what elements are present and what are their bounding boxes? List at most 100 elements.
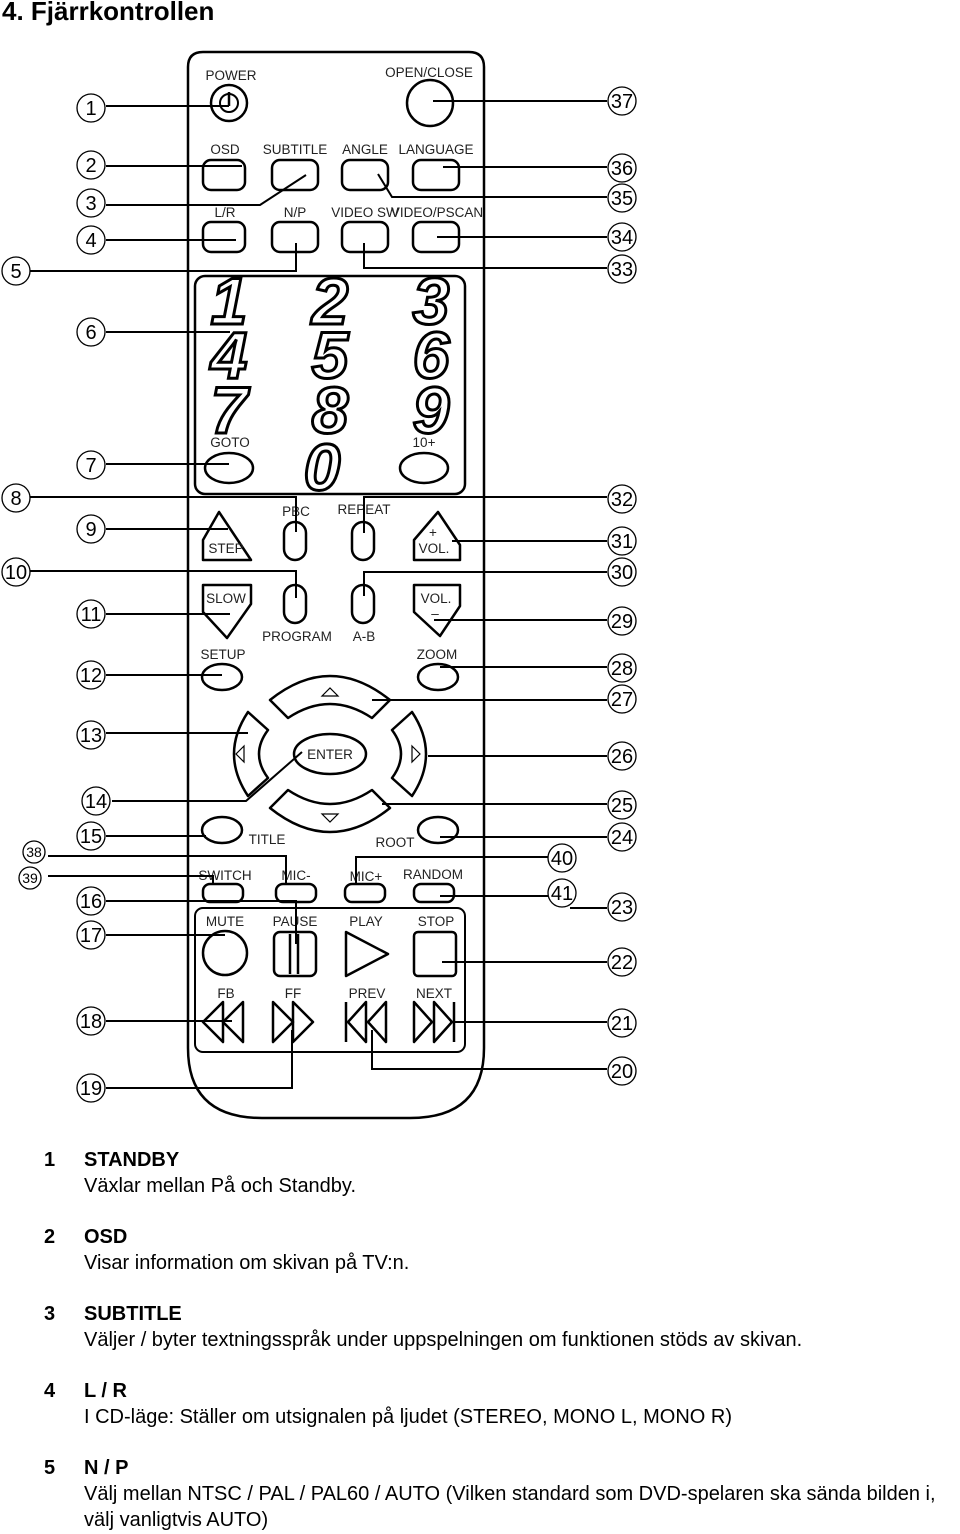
- vol-down-label: VOL.: [421, 591, 452, 606]
- callout-23: 23: [607, 892, 637, 922]
- callout-label: 30: [611, 562, 633, 584]
- callout-label: 8: [10, 488, 21, 510]
- down-arrow-icon: [320, 813, 340, 823]
- digit-3[interactable]: 3: [411, 263, 451, 340]
- callout-25: 25: [607, 790, 637, 820]
- callout-label: 19: [80, 1078, 102, 1100]
- digit-9[interactable]: 9: [411, 372, 451, 449]
- slow-label: SLOW: [206, 591, 246, 606]
- open-close-button[interactable]: [405, 78, 455, 128]
- callout-label: 22: [611, 952, 633, 974]
- mic-plus-button[interactable]: [343, 882, 387, 904]
- callout-label: 34: [611, 227, 633, 249]
- right-arrow-icon: [411, 744, 421, 764]
- up-arrow-icon: [320, 687, 340, 697]
- callout-label: 23: [611, 897, 633, 919]
- next-label: NEXT: [416, 986, 452, 1001]
- callout-39: 39: [18, 866, 42, 890]
- callout-label: 40: [551, 848, 573, 870]
- setup-button[interactable]: [200, 662, 244, 692]
- digit-8[interactable]: 8: [310, 372, 350, 449]
- item-title: OSD: [84, 1226, 128, 1248]
- zoom-label: ZOOM: [417, 647, 458, 662]
- digit-2[interactable]: 2: [308, 263, 350, 340]
- callout-label: 31: [611, 531, 633, 553]
- vol-up-button[interactable]: [412, 510, 462, 562]
- lr-button[interactable]: [201, 220, 247, 254]
- callout-6: 6: [76, 317, 106, 347]
- callout-label: 37: [611, 91, 633, 113]
- mic-minus-button[interactable]: [274, 882, 318, 904]
- callout-label: 18: [80, 1011, 102, 1033]
- ten-plus-label: 10+: [413, 435, 436, 450]
- power-button[interactable]: [209, 83, 249, 123]
- root-button[interactable]: [416, 815, 460, 845]
- callout-11: 11: [76, 599, 106, 629]
- language-label: LANGUAGE: [398, 142, 473, 157]
- dpad-down-button[interactable]: [268, 788, 392, 834]
- slow-button[interactable]: [201, 583, 253, 640]
- enter-button[interactable]: [292, 732, 368, 776]
- callout-17: 17: [76, 920, 106, 950]
- goto-button[interactable]: [203, 451, 255, 485]
- digit-5[interactable]: 5: [310, 317, 351, 394]
- vol-up-label: VOL.: [419, 541, 450, 556]
- vol-down-sign: –: [431, 606, 439, 621]
- callout-38: 38: [22, 840, 46, 864]
- play-button[interactable]: [344, 930, 390, 978]
- item-number: 3: [44, 1303, 56, 1325]
- random-button[interactable]: [412, 882, 456, 904]
- next-button[interactable]: [412, 1000, 456, 1044]
- stop-button[interactable]: [412, 930, 458, 978]
- callout-label: 20: [611, 1061, 633, 1083]
- program-label: PROGRAM: [262, 629, 332, 644]
- callout-40: 40: [547, 843, 577, 873]
- item-number: 5: [44, 1457, 56, 1479]
- video-pscan-label: VIDEO/PSCAN: [391, 205, 483, 220]
- prev-button[interactable]: [344, 1000, 388, 1044]
- mute-button[interactable]: [201, 929, 249, 977]
- callout-13: 13: [76, 720, 106, 750]
- dpad-left-button[interactable]: [232, 710, 270, 798]
- leader-lines: [30, 100, 607, 1089]
- angle-button[interactable]: [340, 158, 390, 192]
- ff-button[interactable]: [271, 1000, 315, 1044]
- item-description: Visar information om skivan på TV:n.: [84, 1252, 410, 1274]
- title-label: TITLE: [249, 832, 286, 847]
- language-button[interactable]: [411, 158, 461, 192]
- item-title: SUBTITLE: [84, 1303, 182, 1325]
- callout-label: 2: [85, 155, 96, 177]
- osd-button[interactable]: [201, 158, 247, 192]
- callout-label: 35: [611, 188, 633, 210]
- item-description: Väljer / byter textningsspråk under upps…: [84, 1329, 803, 1351]
- step-button[interactable]: [201, 510, 253, 562]
- dpad-right-button[interactable]: [390, 710, 428, 798]
- callout-35: 35: [607, 183, 637, 213]
- item-description: Växlar mellan På och Standby.: [84, 1175, 357, 1197]
- digit-6[interactable]: 6: [411, 317, 452, 394]
- dpad-up-button[interactable]: [268, 674, 392, 720]
- zoom-button[interactable]: [416, 662, 460, 692]
- callout-label: 13: [80, 725, 102, 747]
- callout-label: 24: [611, 827, 633, 849]
- callout-29: 29: [607, 606, 637, 636]
- callout-5: 5: [1, 256, 31, 286]
- ten-plus-button[interactable]: [398, 451, 450, 485]
- title-button[interactable]: [200, 815, 244, 845]
- subtitle-button[interactable]: [270, 158, 320, 192]
- digit-7[interactable]: 7: [209, 372, 252, 449]
- callout-label: 3: [85, 193, 96, 215]
- digit-4[interactable]: 4: [207, 317, 249, 394]
- digit-0[interactable]: 0: [302, 429, 342, 506]
- switch-button[interactable]: [201, 882, 245, 904]
- callout-3: 3: [76, 188, 106, 218]
- callout-20: 20: [607, 1056, 637, 1086]
- digit-1[interactable]: 1: [209, 263, 249, 340]
- angle-label: ANGLE: [342, 142, 388, 157]
- callout-label: 4: [85, 230, 96, 252]
- goto-label: GOTO: [210, 435, 250, 450]
- callout-26: 26: [607, 741, 637, 771]
- callout-label: 10: [5, 562, 27, 584]
- power-label: POWER: [205, 68, 256, 83]
- setup-label: SETUP: [200, 647, 245, 662]
